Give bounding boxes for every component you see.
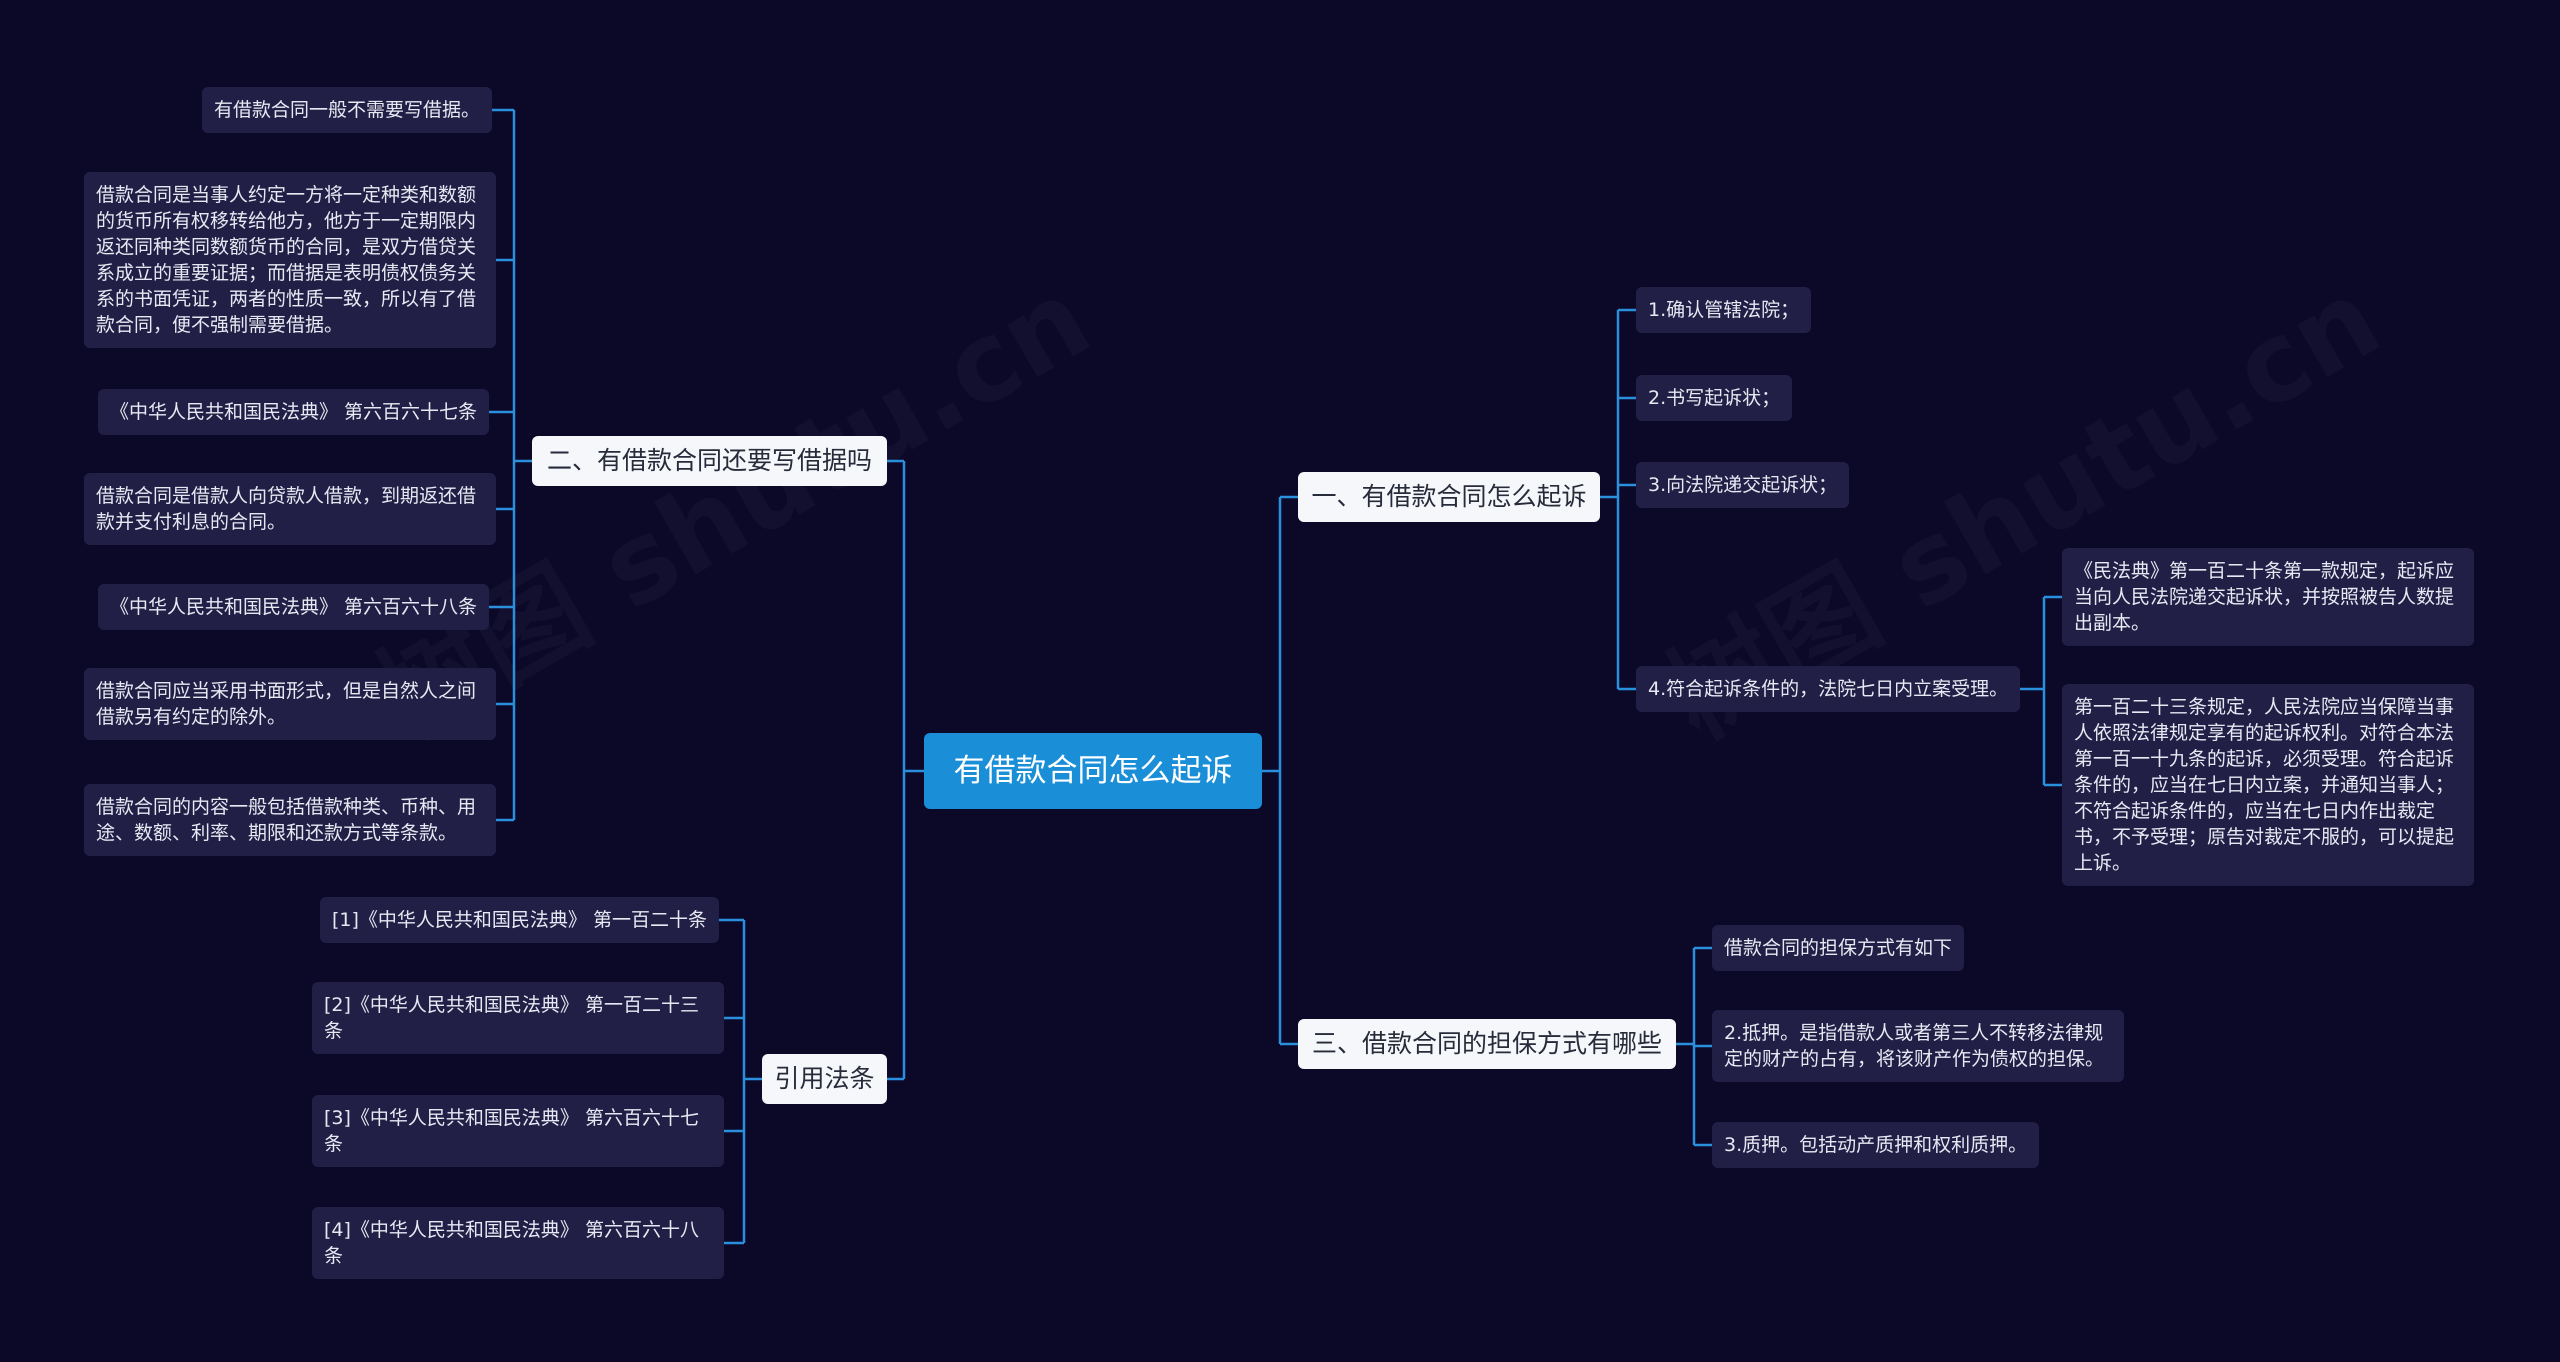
leaf-topic[interactable]: 借款合同的担保方式有如下 — [1712, 925, 1965, 971]
leaf-topic[interactable]: [4]《中华人民共和国民法典》 第六百六十八条 — [312, 1207, 724, 1279]
leaf-topic[interactable]: [3]《中华人民共和国民法典》 第六百六十七条 — [312, 1095, 724, 1167]
leaf-topic[interactable]: 有借款合同一般不需要写借据。 — [202, 87, 493, 133]
leaf-topic[interactable]: 第一百二十三条规定，人民法院应当保障当事人依照法律规定享有的起诉权利。对符合本法… — [2062, 684, 2474, 886]
leaf-topic[interactable]: 3.向法院递交起诉状； — [1636, 462, 1850, 508]
branch-topic-need-iou[interactable]: 二、有借款合同还要写借据吗 — [532, 436, 887, 486]
leaf-topic[interactable]: 2.书写起诉状； — [1636, 375, 1793, 421]
leaf-topic[interactable]: 3.质押。包括动产质押和权利质押。 — [1712, 1122, 2040, 1168]
leaf-topic[interactable]: [1]《中华人民共和国民法典》 第一百二十条 — [320, 897, 719, 943]
leaf-topic[interactable]: 2.抵押。是指借款人或者第三人不转移法律规定的财产的占有，将该财产作为债权的担保… — [1712, 1010, 2124, 1082]
leaf-topic[interactable]: 《中华人民共和国民法典》 第六百六十八条 — [98, 584, 490, 630]
leaf-topic[interactable]: 借款合同是当事人约定一方将一定种类和数额的货币所有权移转给他方，他方于一定期限内… — [84, 172, 496, 348]
leaf-topic[interactable]: 《民法典》第一百二十条第一款规定，起诉应当向人民法院递交起诉状，并按照被告人数提… — [2062, 548, 2474, 646]
leaf-topic[interactable]: 4.符合起诉条件的，法院七日内立案受理。 — [1636, 666, 2021, 712]
leaf-topic[interactable]: 借款合同是借款人向贷款人借款，到期返还借款并支付利息的合同。 — [84, 473, 496, 545]
leaf-topic[interactable]: 借款合同的内容一般包括借款种类、币种、用途、数额、利率、期限和还款方式等条款。 — [84, 784, 496, 856]
root-topic[interactable]: 有借款合同怎么起诉 — [924, 733, 1262, 809]
branch-topic-guarantee-methods[interactable]: 三、借款合同的担保方式有哪些 — [1298, 1019, 1676, 1069]
leaf-topic[interactable]: 《中华人民共和国民法典》 第六百六十七条 — [98, 389, 490, 435]
leaf-topic[interactable]: 1.确认管辖法院； — [1636, 287, 1812, 333]
branch-topic-cited-laws[interactable]: 引用法条 — [762, 1054, 887, 1104]
branch-topic-how-to-sue[interactable]: 一、有借款合同怎么起诉 — [1298, 472, 1600, 522]
leaf-topic[interactable]: 借款合同应当采用书面形式，但是自然人之间借款另有约定的除外。 — [84, 668, 496, 740]
leaf-topic[interactable]: [2]《中华人民共和国民法典》 第一百二十三条 — [312, 982, 724, 1054]
